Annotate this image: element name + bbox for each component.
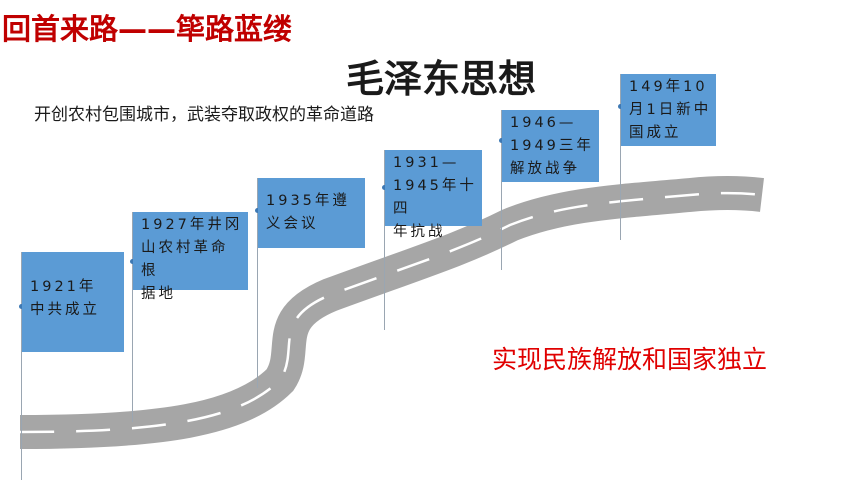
pole-dot xyxy=(255,208,260,213)
milestone-label: 1931— 1945年十四 年抗战 xyxy=(393,155,477,240)
milestone-1949: 149年10 月1日新中 国成立 xyxy=(621,74,716,146)
milestone-1927: 1927年井冈 山农村革命根 据地 xyxy=(133,212,248,302)
pole-dot xyxy=(382,185,387,190)
milestone-pole xyxy=(132,212,133,422)
pole-dot xyxy=(19,304,24,309)
pole-dot xyxy=(130,259,135,264)
slide-heading: 回首来路——筚路蓝缕 xyxy=(2,12,293,46)
milestone-label: 1935年遵 义会议 xyxy=(266,193,350,232)
subject-title: 毛泽东思想 xyxy=(346,57,537,101)
milestone-pole xyxy=(257,178,258,388)
milestone-label: 1921年 中共成立 xyxy=(30,279,100,318)
milestone-1931-1945: 1931— 1945年十四 年抗战 xyxy=(385,150,482,240)
pole-dot xyxy=(618,104,623,109)
milestone-pole xyxy=(21,252,22,480)
milestone-1935: 1935年遵 义会议 xyxy=(258,178,365,248)
goal-text: 实现民族解放和国家独立 xyxy=(492,345,768,374)
milestone-pole xyxy=(620,74,621,240)
pole-dot xyxy=(499,138,504,143)
milestone-1946-1949: 1946— 1949三年 解放战争 xyxy=(502,110,599,182)
revolution-path-text: 开创农村包围城市，武装夺取政权的革命道路 xyxy=(34,105,374,125)
milestone-label: 1927年井冈 山农村革命根 据地 xyxy=(141,217,243,302)
milestone-1921: 1921年 中共成立 xyxy=(22,252,124,352)
milestone-pole xyxy=(384,150,385,330)
milestone-label: 149年10 月1日新中 国成立 xyxy=(629,79,712,141)
milestone-pole xyxy=(501,110,502,270)
milestone-label: 1946— 1949三年 解放战争 xyxy=(510,115,594,177)
